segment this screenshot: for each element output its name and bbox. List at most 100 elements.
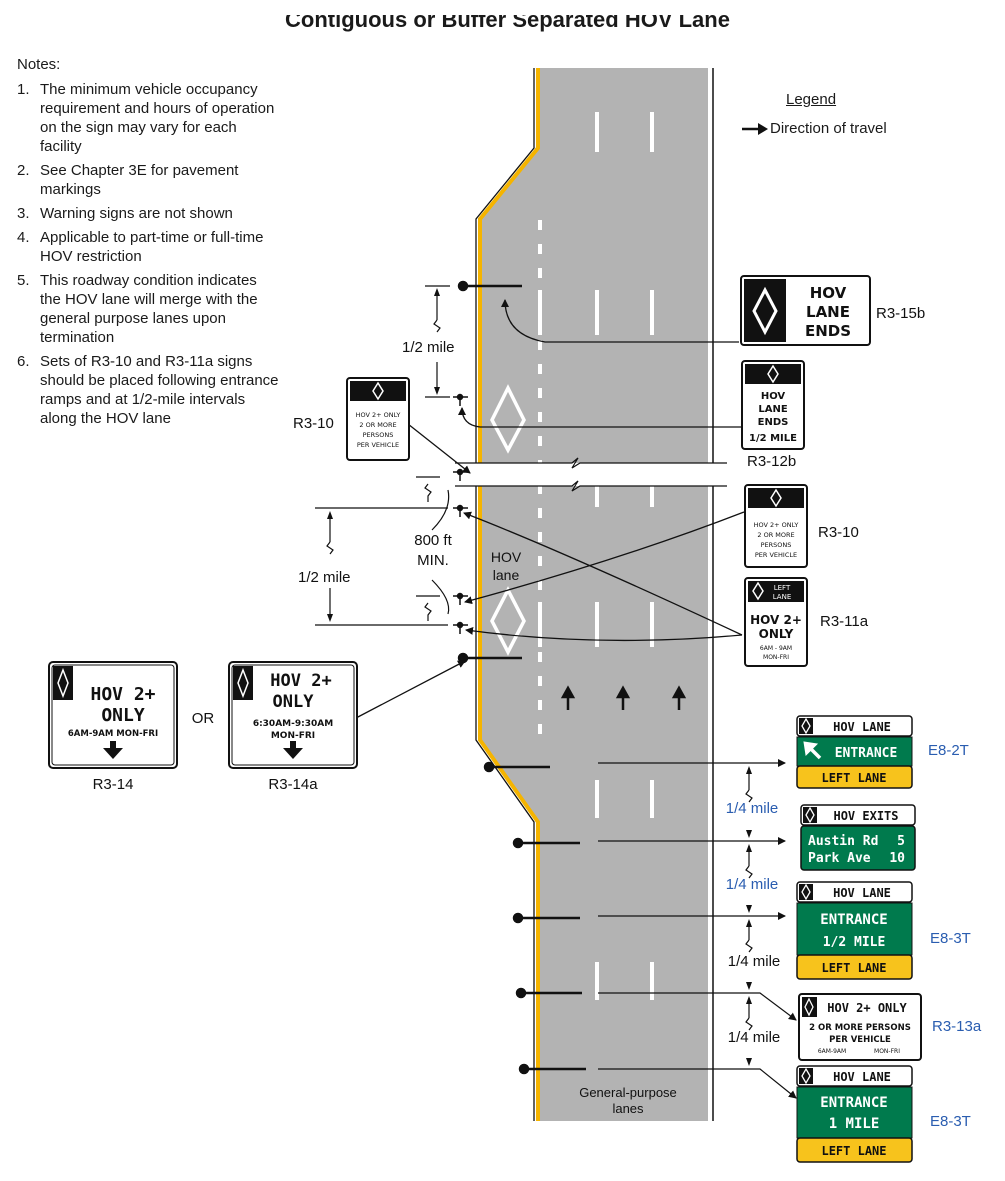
sign-code-r3-13a: R3-13a [932, 1018, 982, 1035]
sign-text: HOV LANE [833, 886, 891, 900]
sign-code-r3-10-top: R3-10 [293, 415, 334, 432]
note-item: 4.Applicable to part-time or full-time H… [17, 228, 279, 266]
dim-squiggle [433, 319, 441, 333]
sign-diamond-panel [748, 488, 804, 508]
sign-hov-exits: HOV EXITS Austin Rd 5 Park Ave 10 [800, 804, 916, 871]
diamond-icon [801, 1067, 811, 1085]
leader-r3-11a-upper [463, 511, 743, 636]
diamond-marking [490, 586, 526, 656]
figure-title: Contiguous or Buffer Separated HOV Lane [285, 7, 730, 32]
diamond-icon [801, 717, 811, 735]
arrow-shaft [110, 741, 116, 749]
guide-line [598, 992, 797, 1021]
sign-text: PER VEHICLE [755, 551, 797, 559]
note-item: 5.This roadway condition indicates the H… [17, 271, 279, 347]
diamond-marking [490, 384, 526, 454]
sign-code-r3-10-right: R3-10 [818, 524, 859, 541]
guide-line [598, 1068, 797, 1099]
sign-text: MON-FRI [874, 1048, 900, 1055]
leader-r3-10-right [464, 511, 745, 605]
note-text: The minimum vehicle occupancy requiremen… [40, 81, 275, 155]
diamond-icon [752, 581, 764, 601]
sign-text: ONLY [759, 627, 794, 641]
sign-text: HOV 2+ [750, 613, 802, 627]
sign-diamond-panel [803, 807, 817, 823]
sign-top-panel [796, 715, 913, 737]
sign-text: PER VEHICLE [829, 1035, 891, 1045]
diamond-icon [767, 364, 779, 384]
sign-text: 2 OR MORE PERSONS [809, 1023, 911, 1033]
left-up-arrow-icon [803, 741, 822, 760]
dim-arrow [746, 996, 752, 1004]
sign-code-e8-3t-a: E8-3T [930, 930, 971, 947]
sign-r3-14: HOV 2+ ONLY 6AM-9AM MON-FRI [48, 661, 178, 769]
note-number: 3. [17, 205, 30, 222]
dim-arrow [434, 387, 440, 395]
leader-r3-14a [355, 660, 466, 719]
sign-inner-border [51, 664, 175, 766]
leader-r3-12b [458, 407, 742, 428]
break-line [455, 457, 727, 469]
sign-yellow-panel [796, 954, 913, 980]
note-item: 1.The minimum vehicle occupancy requirem… [17, 80, 279, 156]
sign-text: LANE [773, 593, 792, 601]
dim-arrow [746, 905, 752, 913]
hov-diamond-marking [490, 384, 526, 656]
sign-text: HOV EXITS [833, 809, 898, 823]
sign-text: HOV 2+ ONLY [356, 411, 401, 419]
sign-text: LEFT LANE [821, 961, 886, 975]
arrow-head [560, 685, 576, 699]
sign-r3-12b: HOV LANE ENDS 1/2 MILE [741, 360, 805, 450]
diamond-icon [804, 997, 814, 1017]
sign-r3-11a: LEFT LANE HOV 2+ ONLY 6AM - 9AM MON-FRI [744, 577, 808, 667]
sign-text: LANE [758, 404, 787, 415]
dim-800ft-label-1: 800 ft [414, 532, 452, 549]
break-gap [450, 463, 730, 486]
note-text: Applicable to part-time or full-time HOV… [40, 229, 264, 265]
sign-top-panel [748, 581, 804, 602]
sign-text: 1/2 MILE [823, 935, 886, 950]
sign-text: 5 [897, 834, 905, 849]
sign-e8-3t-one-mile: HOV LANE ENTRANCE 1 MILE LEFT LANE [796, 1065, 913, 1163]
sign-code-e8-3t-b: E8-3T [930, 1113, 971, 1130]
sign-diamond-panel [799, 884, 813, 900]
arrow-head [803, 741, 819, 757]
sign-green-panel [796, 902, 913, 956]
diamond-icon [770, 488, 782, 508]
dim-arrow [327, 614, 333, 622]
sign-text: HOV LANE [833, 1070, 891, 1084]
sign-diamond-panel [350, 381, 406, 401]
dim-half-mile-left-label: 1/2 mile [298, 569, 351, 586]
note-text: Sets of R3-10 and R3-11a signs should be… [40, 353, 279, 427]
sign-text: HOV [761, 391, 786, 402]
general-lanes-label-1: General-purpose [579, 1085, 677, 1100]
arrow-head [283, 748, 303, 759]
quarter-mile-label-2: 1/4 mile [726, 876, 779, 893]
or-label: OR [192, 710, 215, 727]
sign-green-panel [800, 825, 916, 871]
sign-text: 1/2 MILE [749, 433, 797, 444]
arrow-head [671, 685, 687, 699]
dim-arrow [746, 844, 752, 852]
sign-text: HOV [810, 284, 847, 302]
sign-diamond-panel [799, 718, 813, 734]
sign-diamond-panel [53, 666, 73, 700]
notes-panel: Notes: 1.The minimum vehicle occupancy r… [17, 55, 279, 433]
dim-arrow [434, 288, 440, 296]
sign-text: Austin Rd [808, 834, 878, 849]
leader-r3-11a-lower [465, 626, 743, 642]
sign-text: HOV LANE [833, 720, 891, 734]
dim-arrow [746, 1058, 752, 1066]
sign-r3-10-top: HOV 2+ ONLY 2 OR MORE PERSONS PER VEHICL… [346, 377, 410, 461]
sign-text: 6:30AM-9:30AM [253, 719, 333, 729]
sign-text: HOV 2+ ONLY [827, 1001, 907, 1015]
quarter-mile-arrowheads [746, 766, 752, 1066]
note-number: 2. [17, 162, 30, 179]
quarter-mile-label-1: 1/4 mile [726, 800, 779, 817]
notes-heading: Notes: [17, 56, 61, 73]
sign-text: MON-FRI [271, 731, 315, 741]
sign-text: HOV 2+ ONLY [754, 521, 799, 529]
sign-text: 10 [889, 851, 905, 866]
diamond-icon [805, 806, 815, 824]
